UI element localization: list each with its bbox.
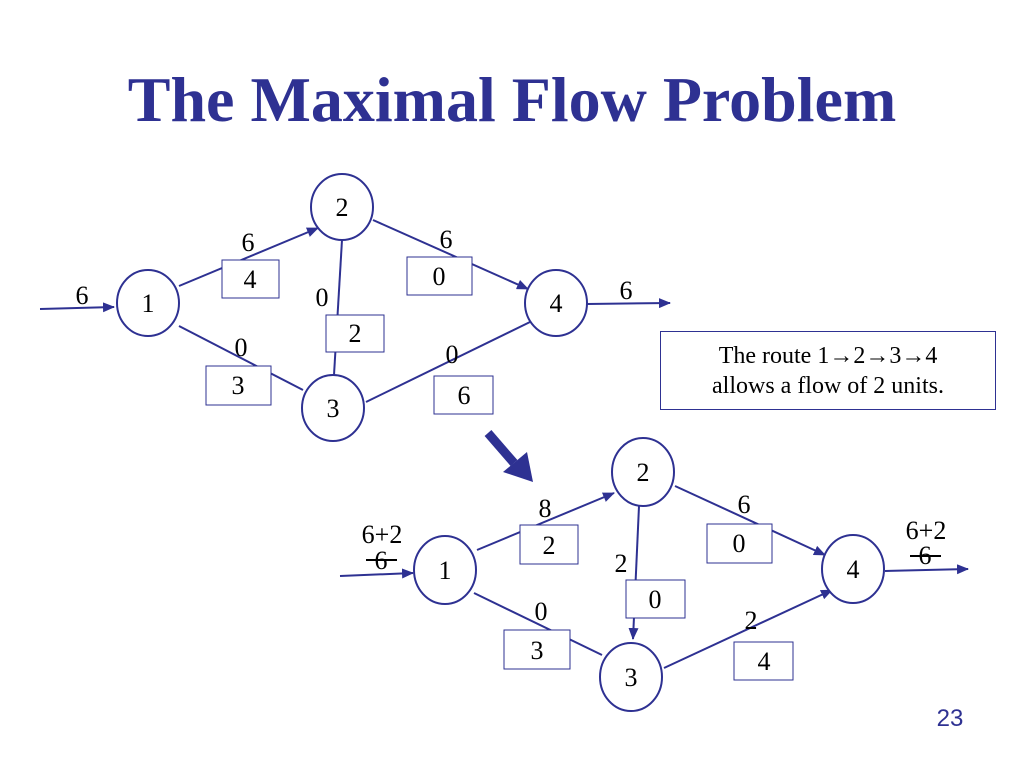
before-edge-3-4-box — [433, 375, 494, 415]
before-edge-1-3-value: 0 — [235, 333, 248, 362]
before-node-2: 2 — [310, 173, 374, 241]
before-source-value: 6 — [76, 281, 89, 310]
after-edge-2-3-box-value: 0 — [649, 585, 662, 614]
before-node-2-label: 2 — [336, 193, 349, 222]
after-network: 1 2 3 4 6+2 6 6+2 6 8 2 — [339, 437, 969, 712]
after-edge-3-4 — [663, 589, 833, 669]
after-node-2: 2 — [611, 437, 675, 507]
after-edge-1-3-box-value: 3 — [531, 636, 544, 665]
after-source-new-value: 6+2 — [362, 520, 403, 549]
after-edge-1-2-box — [519, 524, 579, 565]
before-edge-1-3-box-value: 3 — [232, 371, 245, 400]
before-edge-3-4-box-value: 6 — [458, 381, 471, 410]
before-node-3-label: 3 — [327, 394, 340, 423]
after-edge-2-3 — [628, 505, 640, 640]
before-sink-arrow — [586, 298, 671, 309]
after-edge-2-4 — [674, 485, 826, 556]
after-edge-2-4-value: 6 — [738, 490, 751, 519]
before-edge-2-4-value: 6 — [440, 225, 453, 254]
after-edge-3-4-box-value: 4 — [758, 647, 771, 676]
after-node-3: 3 — [599, 642, 663, 712]
before-network: 1 2 3 4 6 6 6 4 0 3 0 — [39, 173, 671, 442]
after-node-1-label: 1 — [439, 556, 452, 585]
transition-arrow-icon — [484, 430, 533, 482]
before-edge-1-3-box — [205, 365, 272, 406]
after-sink-new-value: 6+2 — [906, 516, 947, 545]
after-edge-2-3-value: 2 — [615, 549, 628, 578]
after-node-1: 1 — [413, 535, 477, 605]
before-edge-1-2-box — [221, 259, 280, 299]
before-edge-2-4-box-value: 0 — [433, 262, 446, 291]
after-edge-1-2-box-value: 2 — [543, 531, 556, 560]
before-edge-1-2-value: 6 — [242, 228, 255, 257]
before-edge-1-2 — [178, 227, 319, 287]
after-edge-3-4-value: 2 — [745, 606, 758, 635]
after-sink-arrow — [884, 564, 969, 575]
before-node-1-label: 1 — [142, 289, 155, 318]
after-edge-1-2 — [476, 492, 615, 551]
after-node-4-label: 4 — [847, 555, 860, 584]
before-edge-1-3 — [178, 325, 304, 391]
route-note: The route 1→2→3→4 allows a flow of 2 uni… — [660, 331, 996, 410]
after-node-2-label: 2 — [637, 458, 650, 487]
before-edge-1-2-box-value: 4 — [244, 265, 257, 294]
after-edge-1-2-value: 8 — [539, 494, 552, 523]
before-edge-2-3-box-value: 2 — [349, 319, 362, 348]
before-edge-2-3-box — [325, 314, 385, 353]
before-edge-2-4 — [372, 219, 529, 290]
after-edge-3-4-box — [733, 641, 794, 681]
after-node-4: 4 — [821, 534, 885, 604]
before-edge-2-3-value: 0 — [316, 283, 329, 312]
after-edge-2-4-box — [706, 523, 773, 564]
slide-title: The Maximal Flow Problem — [127, 64, 897, 135]
before-node-3: 3 — [301, 374, 365, 442]
after-edge-2-4-box-value: 0 — [733, 529, 746, 558]
before-node-1: 1 — [116, 269, 180, 337]
after-source-arrow — [339, 568, 414, 579]
before-edge-3-4-value: 0 — [446, 340, 459, 369]
route-note-line-2: allows a flow of 2 units. — [712, 373, 944, 399]
before-edge-3-4 — [365, 321, 531, 403]
before-edge-2-3 — [333, 239, 343, 376]
after-edge-1-3-box — [503, 629, 571, 670]
before-source-arrow — [39, 302, 115, 313]
before-node-4-label: 4 — [550, 289, 563, 318]
after-edge-1-3-value: 0 — [535, 597, 548, 626]
before-sink-value: 6 — [620, 276, 633, 305]
page-number: 23 — [936, 705, 964, 732]
after-node-3-label: 3 — [625, 663, 638, 692]
after-edge-1-3 — [473, 592, 603, 656]
route-note-line-1: The route 1→2→3→4 — [718, 343, 938, 369]
after-edge-2-3-box — [625, 579, 686, 619]
before-edge-2-4-box — [406, 256, 473, 296]
before-node-4: 4 — [524, 269, 588, 337]
